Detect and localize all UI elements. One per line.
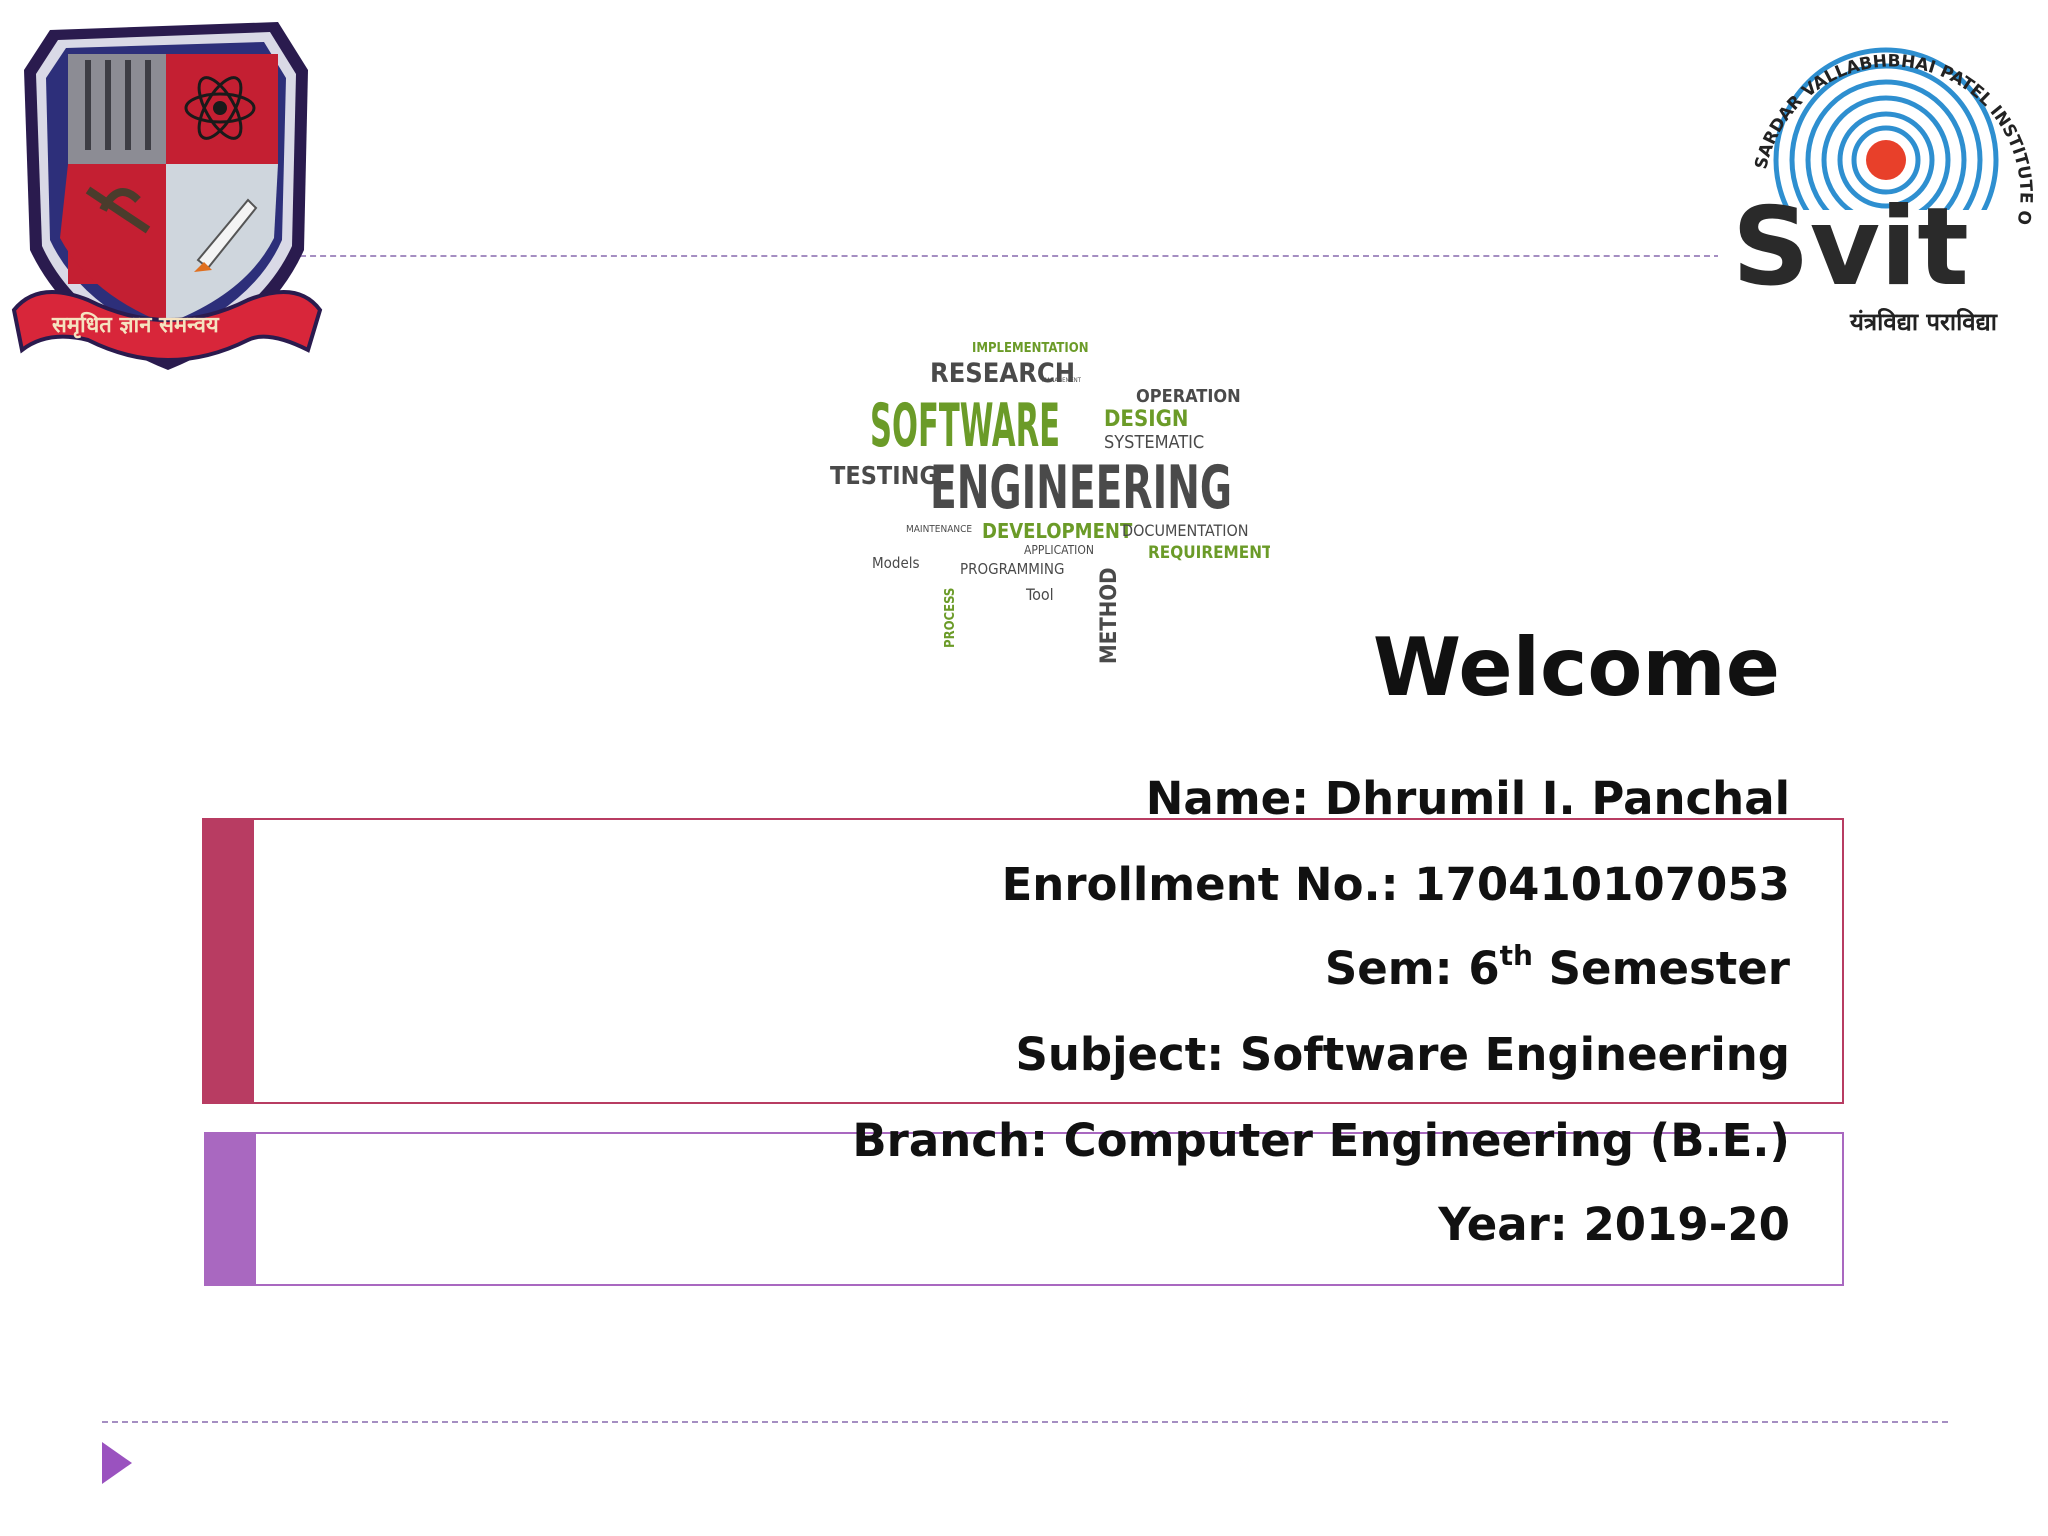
academic-year: Year: 2019-20: [1438, 1198, 1790, 1251]
word-management: MANAGEMENT: [1042, 377, 1082, 384]
word-engineering: ENGINEERING: [930, 453, 1232, 523]
word-process: PROCESS: [943, 588, 958, 648]
word-operation: OPERATION: [1136, 386, 1241, 407]
semester-suffix: Semester: [1532, 942, 1790, 995]
top-dashed-divider: [290, 255, 1720, 257]
crest-motto: समृधित ज्ञान समन्वय: [51, 311, 220, 339]
word-development: DEVELOPMENT: [982, 519, 1133, 543]
word-requirements: REQUIREMENTS: [1148, 543, 1270, 563]
word-models: Models: [872, 554, 920, 572]
word-implementation: IMPLEMENTATION: [972, 341, 1089, 356]
next-slide-arrow-icon[interactable]: [100, 1440, 134, 1486]
word-software: SOFTWARE: [870, 391, 1060, 461]
software-engineering-word-cloud: IMPLEMENTATION RESEARCH MANAGEMENT OPERA…: [830, 341, 1270, 664]
semester-superscript: th: [1499, 939, 1533, 972]
purple-accent-bar: [204, 1132, 256, 1286]
institute-tagline: यंत्रविद्या पराविद्या: [1849, 308, 1998, 336]
word-testing: TESTING: [830, 461, 938, 490]
word-documentation: DOCUMENTATION: [1122, 521, 1249, 540]
university-crest-logo: समृधित ज्ञान समन्वय: [11, 22, 323, 370]
enrollment-number: Enrollment No.: 170410107053: [1001, 858, 1790, 911]
welcome-heading: Welcome: [1372, 621, 1780, 714]
word-systematic: SYSTEMATIC: [1104, 432, 1204, 453]
semester-prefix: Sem: 6: [1324, 942, 1500, 995]
word-maintenance: MAINTENANCE: [906, 524, 972, 535]
semester: Sem: 6th Semester: [1325, 942, 1790, 992]
student-name: Name: Dhrumil I. Panchal: [1145, 772, 1790, 825]
subject: Subject: Software Engineering: [1015, 1028, 1790, 1081]
bottom-dashed-divider: [102, 1421, 1948, 1423]
word-programming: PROGRAMMING: [960, 560, 1064, 578]
word-method: METHOD: [1097, 567, 1122, 664]
word-tool: Tool: [1025, 585, 1054, 604]
institute-abbr: Svit: [1732, 185, 1969, 310]
branch: Branch: Computer Engineering (B.E.): [852, 1114, 1790, 1167]
red-accent-bar: [202, 818, 254, 1104]
word-design: DESIGN: [1104, 407, 1188, 432]
word-application: APPLICATION: [1024, 543, 1094, 557]
word-research: RESEARCH: [930, 358, 1075, 389]
institute-logo: Svit यंत्रविद्या पराविद्या SARDAR VALLAB…: [1718, 10, 2038, 340]
